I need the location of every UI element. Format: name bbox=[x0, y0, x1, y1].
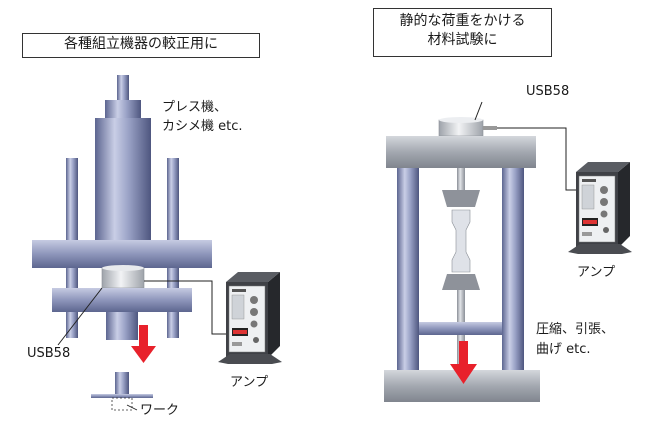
left-amp-label: アンプ bbox=[230, 375, 269, 390]
left-title: 各種組立機器の較正用に bbox=[64, 36, 218, 52]
press-machine bbox=[32, 75, 226, 340]
force-arrow-right bbox=[450, 341, 477, 384]
right-title-line2: 材料試験に bbox=[427, 32, 498, 48]
machine-label-line1: プレス機、 bbox=[162, 100, 228, 115]
amplifier-left-icon bbox=[217, 271, 283, 365]
right-amp-label: アンプ bbox=[577, 265, 616, 280]
test-frame bbox=[384, 117, 576, 402]
workpiece bbox=[91, 372, 153, 411]
left-title-box: 各種組立機器の較正用に bbox=[22, 33, 260, 58]
tests-label-line2: 曲げ etc. bbox=[536, 342, 591, 357]
amplifier-right-icon bbox=[567, 161, 633, 255]
right-title-line1: 静的な荷重をかける bbox=[399, 13, 526, 29]
right-sensor-label: USB58 bbox=[526, 84, 570, 99]
left-sensor-label: USB58 bbox=[27, 346, 71, 361]
right-title-box: 静的な荷重をかける 材料試験に bbox=[373, 8, 552, 57]
tests-label-line1: 圧縮、引張、 bbox=[536, 322, 615, 337]
work-label: ワーク bbox=[140, 403, 180, 418]
machine-label-line2: カシメ機 etc. bbox=[162, 119, 243, 134]
force-arrow-left bbox=[131, 325, 156, 363]
